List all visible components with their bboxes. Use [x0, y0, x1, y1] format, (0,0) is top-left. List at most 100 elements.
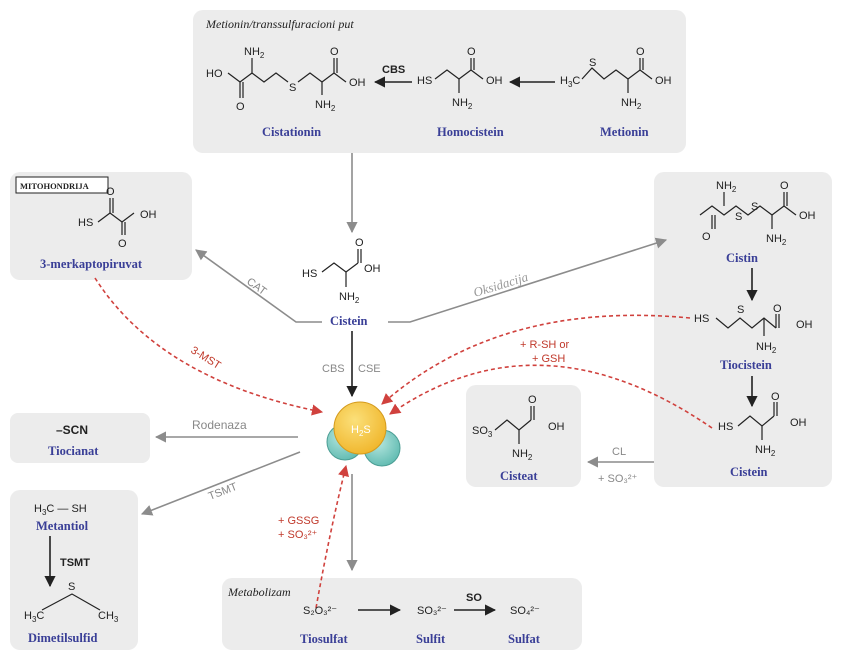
cystine-oh: OH: [799, 210, 816, 222]
mitochondria-label: MITOHONDRIJA: [20, 181, 90, 191]
metantiol-label: Metantiol: [36, 519, 89, 533]
cl-label: CL: [612, 446, 626, 458]
homocysteine-nh2: NH2: [452, 97, 473, 111]
mercaptopyruvate-hs: HS: [78, 217, 93, 229]
right-cysteine-o: O: [771, 391, 780, 403]
mst-dashed-arrow: [94, 277, 324, 416]
tiocianat-box: [10, 413, 150, 463]
methionine-nh2: NH2: [621, 97, 642, 111]
cystine-o2: O: [780, 180, 789, 192]
thiocysteine-s: S: [737, 304, 744, 316]
cat-label: CAT: [244, 276, 268, 298]
right-cysteine-hs: HS: [718, 421, 733, 433]
tsmt-label: TSMT: [60, 557, 90, 569]
right-cysteine-structure: [737, 402, 778, 440]
dms-ch3: CH3: [98, 610, 119, 624]
scn-formula: –SCN: [56, 423, 88, 437]
cisteat-label: Cisteat: [500, 469, 538, 483]
methionine-pathway-title: Metionin/transsulfuracioni put: [205, 17, 354, 31]
sulfite-formula: SO₃²⁻: [417, 605, 447, 617]
rsh-label: + R-SH or: [520, 339, 570, 351]
thiocysteine-hs: HS: [694, 313, 709, 325]
thiocysteine-nh2: NH2: [756, 341, 777, 355]
cysteine-nh2: NH2: [339, 291, 360, 305]
thiocysteine-o: O: [773, 303, 782, 315]
homocysteine-hs: HS: [417, 75, 432, 87]
cystine-s2: S: [751, 201, 758, 213]
so3-gray-label: + SO₃²⁺: [598, 473, 638, 485]
tiosulfat-label: Tiosulfat: [300, 632, 349, 646]
gsh-label: + GSH: [532, 353, 565, 365]
merkaptopiruvat-label: 3-merkaptopiruvat: [40, 257, 143, 271]
cse-label: CSE: [358, 363, 381, 375]
cat-arrow: [195, 249, 322, 323]
dms-s: S: [68, 581, 75, 593]
homocysteine-o: O: [467, 46, 476, 58]
cystathionine-ho: HO: [206, 68, 223, 80]
cistein-center-label: Cistein: [330, 314, 368, 328]
gssg-label: + GSSG: [278, 515, 319, 527]
mercaptopyruvate-o2: O: [118, 238, 127, 250]
right-cysteine-nh2: NH2: [755, 444, 776, 458]
mitochondria-label-frame: [15, 176, 109, 194]
homocysteine-structure: [434, 58, 484, 93]
methionine-h3c: H3C: [560, 75, 580, 89]
metionin-label: Metionin: [600, 125, 649, 139]
methionine-s: S: [589, 57, 596, 69]
cysteine-o: O: [355, 237, 364, 249]
cbs-top-label: CBS: [382, 64, 405, 76]
sulfit-label: Sulfit: [416, 632, 446, 646]
cystine-s1: S: [735, 211, 742, 223]
cystathionine-o2: O: [330, 46, 339, 58]
cystine-structure: [699, 192, 797, 229]
so-label: SO: [466, 592, 482, 604]
dimethylsulfide-structure: [41, 593, 101, 611]
gssg-dashed-arrow: [315, 464, 349, 609]
metabolism-box: [222, 578, 582, 650]
h3c-sh-formula: H3C — SH: [34, 503, 87, 517]
cystathionine-nh2-2: NH2: [315, 99, 336, 113]
cysteine-structure: [321, 249, 362, 287]
cysteate-nh2: NH2: [512, 448, 533, 462]
right-cysteine-oh: OH: [790, 417, 807, 429]
cysteine-oh: OH: [364, 263, 381, 275]
homocistein-label: Homocistein: [437, 125, 504, 139]
rodenaza-label: Rodenaza: [192, 418, 247, 432]
oxidation-box: [654, 172, 832, 487]
h2s-sulfur: [333, 401, 387, 455]
methionine-structure: [581, 58, 653, 93]
cysteate-oh: OH: [548, 421, 565, 433]
metabolism-title: Metabolizam: [227, 585, 291, 599]
so3-red-label: + SO₃²⁺: [278, 529, 318, 541]
cystine-o1: O: [702, 231, 711, 243]
sulfat-label: Sulfat: [508, 632, 541, 646]
methionine-oh: OH: [655, 75, 672, 87]
dimetilsulfid-label: Dimetilsulfid: [28, 631, 97, 645]
thiocysteine-oh: OH: [796, 319, 813, 331]
thiocysteine-structure: [715, 314, 780, 336]
mercaptopyruvate-structure: [97, 198, 135, 235]
methionine-o: O: [636, 46, 645, 58]
cistein-right-label: Cistein: [730, 465, 768, 479]
thiosulfate-formula: S₂O₃²⁻: [303, 605, 337, 617]
h2s-formula: H2S: [351, 424, 371, 438]
cystine-nh2-1: NH2: [716, 180, 737, 194]
tsmt-diagonal-label: TSMT: [207, 481, 240, 503]
cbs-label: CBS: [322, 363, 345, 375]
cystathionine-structure: [227, 58, 347, 98]
homocysteine-oh: OH: [486, 75, 503, 87]
cystathionine-o1: O: [236, 101, 245, 113]
cystine-nh2-2: NH2: [766, 233, 787, 247]
oxidation-arrow: [388, 237, 668, 323]
cisteat-box: [466, 385, 581, 487]
cystathionine-s: S: [289, 82, 296, 94]
cistationin-label: Cistationin: [262, 125, 321, 139]
tiocistein-label: Tiocistein: [720, 358, 772, 372]
oksidacija-label: Oksidacija: [471, 269, 530, 300]
cystathionine-nh2-1: NH2: [244, 46, 265, 60]
cysteate-o: O: [528, 394, 537, 406]
methionine-pathway-box: [193, 10, 686, 153]
tiocistein-dashed-arrow: [381, 314, 691, 405]
sulfate-formula: SO₄²⁻: [510, 605, 540, 617]
